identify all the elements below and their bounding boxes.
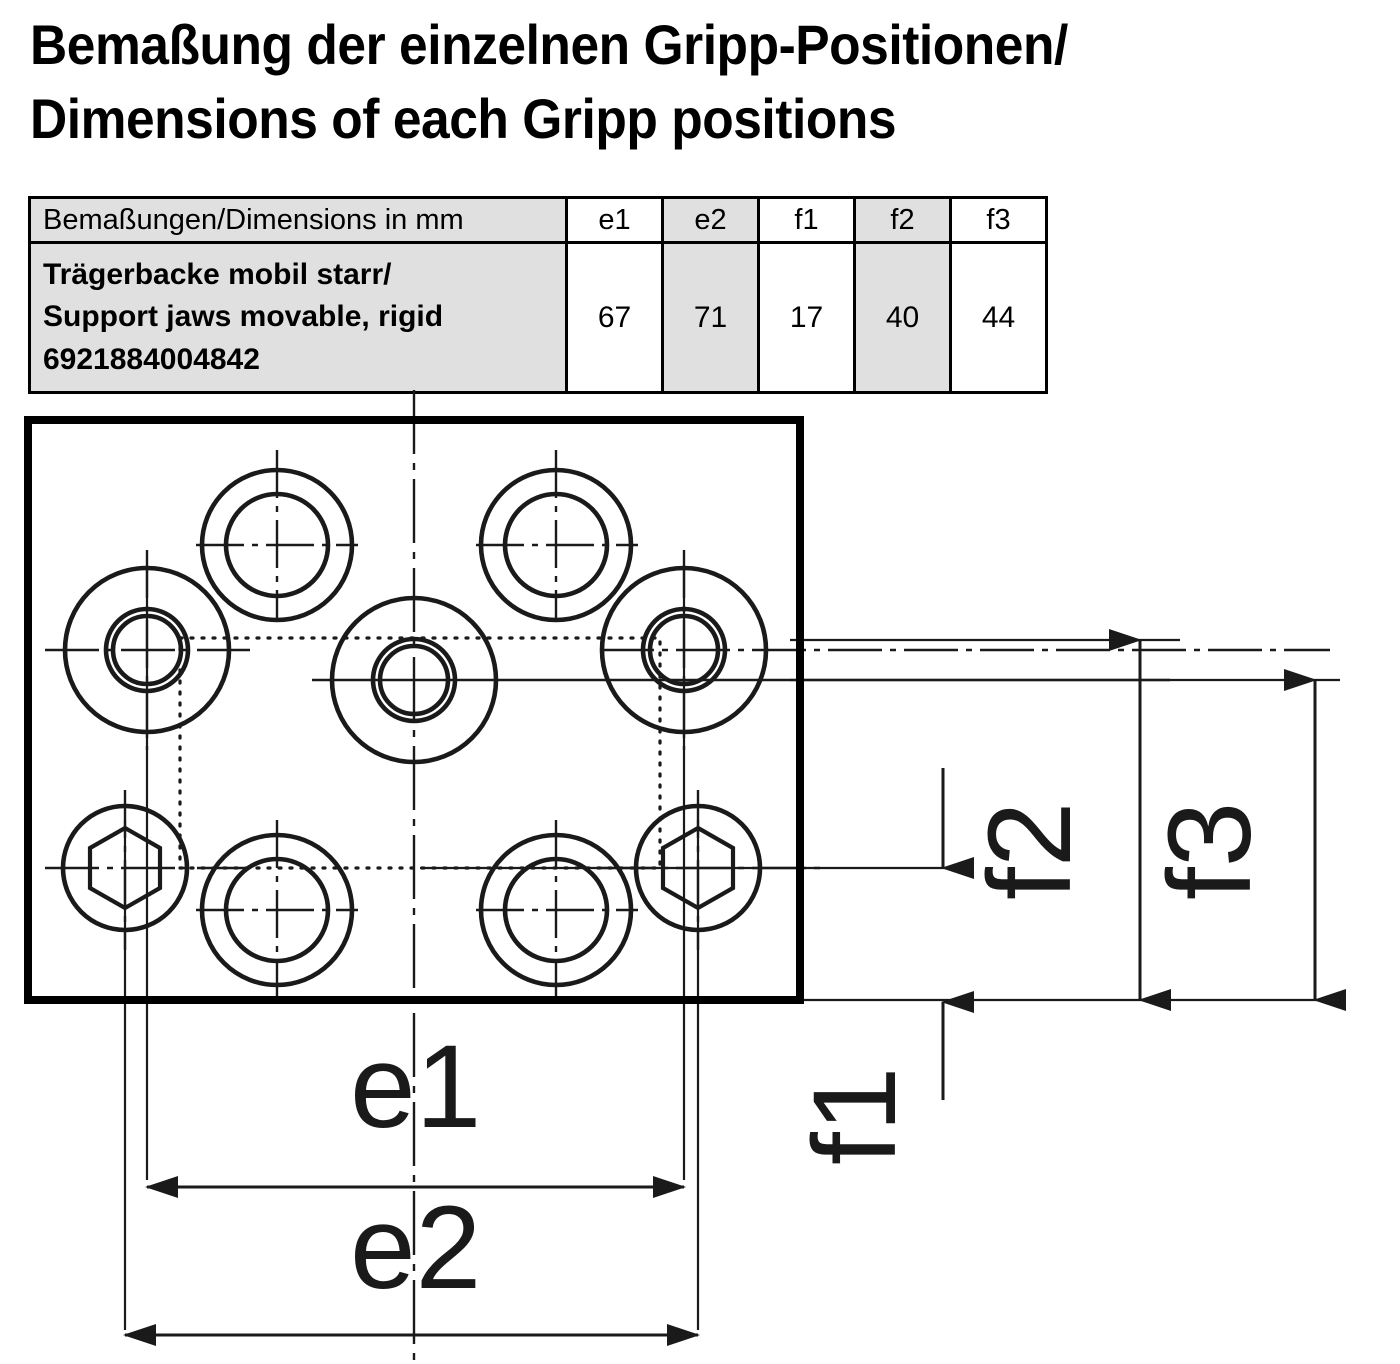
table-row-label-de: Trägerbacke mobil starr/	[43, 257, 392, 291]
table-header-f2: f2	[853, 196, 952, 244]
page-title: Bemaßung der einzelnen Gripp-Positionen/…	[30, 8, 1380, 157]
hole-hex-bottom-left	[60, 803, 190, 933]
hole-hex-bottom-right	[633, 803, 763, 933]
dimension-label-e1: e1	[350, 1021, 481, 1153]
hole-top-left	[199, 467, 355, 623]
dimension-label-f2: f2	[964, 802, 1096, 900]
dimension-label-f1: f1	[789, 1067, 921, 1165]
technical-drawing: e1 e2 f2 f3 f1	[0, 390, 1400, 1364]
table-header-f3: f3	[949, 196, 1048, 244]
table-row-label: Trägerbacke mobil starr/ Support jaws mo…	[28, 241, 568, 394]
dimension-label-f3: f3	[1144, 802, 1276, 900]
table-cell-f3: 44	[949, 241, 1048, 394]
table-cell-e1: 67	[565, 241, 664, 394]
dimension-label-e2: e2	[350, 1182, 481, 1314]
dimension-lines	[123, 629, 1346, 1346]
hidden-bolt-pattern-rect	[178, 636, 662, 870]
table-row-label-partnumber: 6921884004842	[43, 342, 260, 376]
table-row: Trägerbacke mobil starr/ Support jaws mo…	[28, 241, 1048, 394]
table-cell-f2: 40	[853, 241, 952, 394]
hole-centre	[329, 595, 499, 765]
hole-bottom-left	[199, 832, 355, 988]
hole-group	[60, 467, 769, 988]
hole-top-right	[478, 467, 634, 623]
table-row-label-en: Support jaws movable, rigid	[43, 300, 444, 334]
hole-right-middle	[599, 565, 769, 735]
page-title-line-de: Bemaßung der einzelnen Gripp-Positionen/	[30, 13, 1068, 76]
table-cell-f1: 17	[757, 241, 856, 394]
table-header-e2: e2	[661, 196, 760, 244]
hole-bottom-right	[478, 832, 634, 988]
plate-outline	[24, 416, 804, 1004]
table-header-f1: f1	[757, 196, 856, 244]
table-header-e1: e1	[565, 196, 664, 244]
table-cell-e2: 71	[661, 241, 760, 394]
page-title-line-en: Dimensions of each Gripp positions	[30, 87, 897, 151]
table-header-label: Bemaßungen/Dimensions in mm	[28, 196, 568, 244]
dimensions-table: Bemaßungen/Dimensions in mm e1 e2 f1 f2 …	[28, 196, 1048, 394]
table-header-row: Bemaßungen/Dimensions in mm e1 e2 f1 f2 …	[28, 196, 1048, 244]
hole-left-middle	[62, 565, 232, 735]
